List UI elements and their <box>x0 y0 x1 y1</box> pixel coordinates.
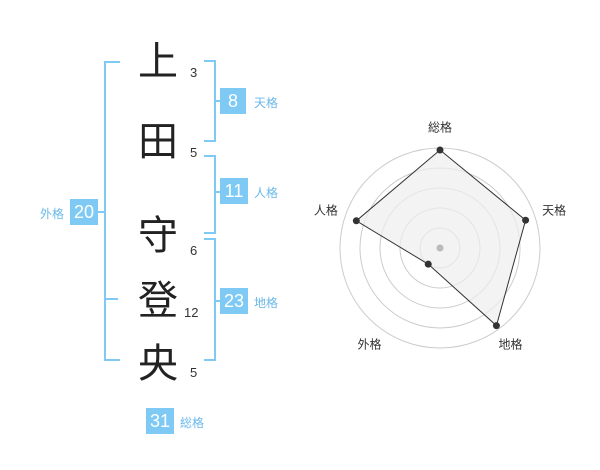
radar-point-5 <box>352 217 360 225</box>
chikaku-value-badge: 23 <box>220 288 248 314</box>
chikaku-label: 地格 <box>254 296 279 310</box>
radar-point-1 <box>436 146 444 154</box>
name-char-4: 登 <box>138 278 178 324</box>
jinkaku-bracket-connector <box>216 191 220 193</box>
radar-axis-label: 人格 <box>314 202 338 217</box>
jinkaku-label: 人格 <box>254 186 279 200</box>
name-char-2: 田 <box>138 119 178 165</box>
radar-value-polygon <box>355 149 527 327</box>
radar-axis-label: 天格 <box>542 202 566 217</box>
radar-point-2 <box>522 216 530 224</box>
radar-axis-label: 総格 <box>428 120 452 135</box>
tenkaku-bracket-connector <box>216 100 220 102</box>
gaikaku-bracket <box>104 61 120 361</box>
gaikaku-bracket-tick <box>104 298 118 300</box>
gaikaku-label: 外格 <box>40 207 65 221</box>
radar-axis-label: 外格 <box>357 337 381 352</box>
soukaku-label: 総格 <box>180 416 205 430</box>
stroke-count-3: 6 <box>190 243 198 258</box>
tenkaku-bracket <box>204 60 216 142</box>
stroke-count-1: 3 <box>190 65 198 80</box>
stroke-count-5: 5 <box>190 365 198 380</box>
gaikaku-value-badge: 20 <box>70 199 98 225</box>
tenkaku-value-badge: 8 <box>220 88 246 114</box>
chikaku-bracket-connector <box>216 300 220 302</box>
soukaku-value-badge: 31 <box>146 408 174 434</box>
tenkaku-label: 天格 <box>254 96 279 110</box>
radar-center-dot <box>436 244 444 252</box>
stroke-count-2: 5 <box>190 145 198 160</box>
name-char-3: 守 <box>138 213 178 259</box>
gaikaku-bracket-connector <box>98 211 104 213</box>
jinkaku-value-badge: 11 <box>220 178 248 204</box>
radar-axis-label: 地格 <box>499 337 523 352</box>
name-char-1: 上 <box>138 39 178 85</box>
chikaku-bracket <box>204 238 216 361</box>
jinkaku-bracket <box>204 155 216 234</box>
stroke-count-4: 12 <box>184 305 199 320</box>
radar-point-3 <box>492 322 500 330</box>
name-char-5: 央 <box>138 341 178 387</box>
radar-point-4 <box>424 260 432 268</box>
